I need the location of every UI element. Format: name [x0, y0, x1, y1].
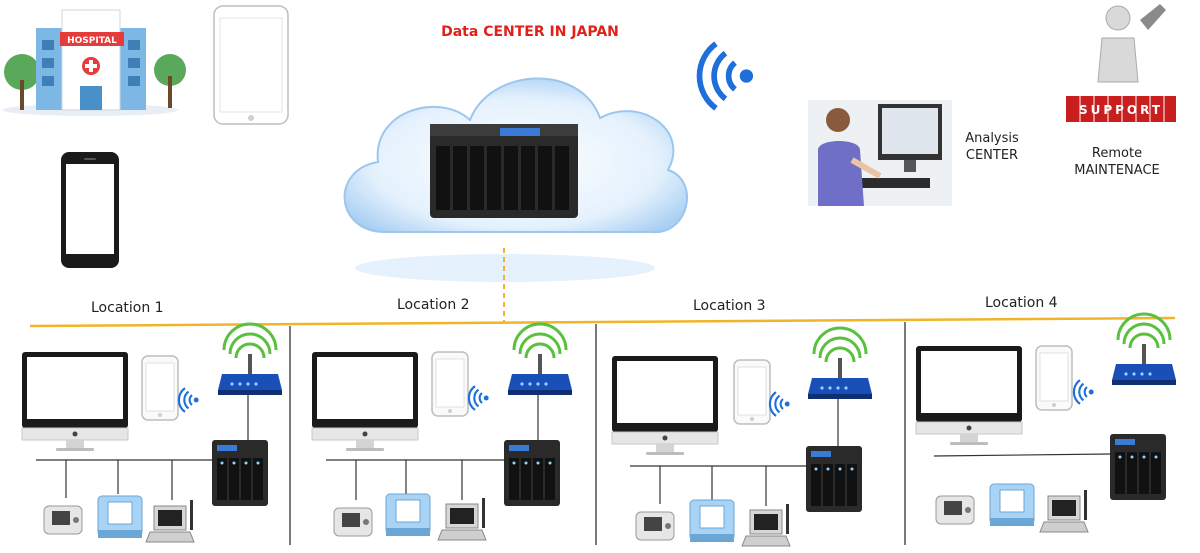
nas-server-icon [212, 440, 268, 506]
analysis-center-photo [808, 100, 952, 206]
location-4-group [915, 312, 1178, 533]
medical-device-icon [385, 493, 431, 537]
analysis-label-line-2: CENTER [965, 148, 1019, 163]
wifi-icon [1072, 379, 1095, 405]
medical-device-icon [935, 495, 975, 525]
location-3-label: Location 3 [693, 298, 766, 314]
remote-label-line-1: Remote [1091, 146, 1143, 161]
remote-maintenance-label: Remote MAINTENACE [1062, 145, 1172, 179]
central-server-icon [430, 124, 578, 218]
wifi-icon [177, 387, 200, 413]
tablet-icon [141, 355, 179, 421]
analysis-center-label: Analysis CENTER [952, 130, 1032, 164]
hospital-sign-text: HOSPITAL [67, 36, 117, 46]
router-icon [506, 322, 574, 397]
medical-device-icon [97, 495, 143, 539]
smartphone-icon [61, 152, 119, 268]
medical-device-icon [1039, 489, 1089, 533]
router-icon [1110, 312, 1178, 387]
medical-device-icon [145, 499, 195, 543]
wifi-icon [467, 385, 490, 411]
wifi-icon [768, 391, 791, 417]
desktop-monitor-icon [311, 351, 419, 452]
nas-server-icon [1110, 434, 1166, 500]
tablet-icon [1035, 345, 1073, 411]
medical-device-icon [689, 499, 735, 543]
support-sign-text: SUPPORT [1079, 103, 1163, 117]
wifi-icon [700, 44, 754, 109]
location-4-label: Location 4 [985, 295, 1058, 311]
nas-server-icon [504, 440, 560, 506]
location-3-group [611, 326, 874, 547]
medical-device-icon [741, 503, 791, 547]
desktop-monitor-icon [611, 355, 719, 456]
desktop-monitor-icon [915, 345, 1023, 446]
location-1-group [21, 322, 284, 543]
desktop-monitor-icon [21, 351, 129, 452]
medical-device-icon [437, 497, 487, 541]
tablet-icon [213, 5, 289, 125]
network-backbone [29, 248, 1176, 545]
router-icon [806, 326, 874, 401]
tablet-icon [733, 359, 771, 425]
location-2-group [311, 322, 574, 541]
medical-device-icon [333, 507, 373, 537]
medical-device-icon [989, 483, 1035, 527]
analysis-label-line-1: Analysis [965, 131, 1019, 146]
router-icon [216, 322, 284, 397]
nas-server-icon [806, 446, 862, 512]
medical-device-icon [43, 505, 83, 535]
location-2-label: Location 2 [397, 297, 470, 313]
medical-device-icon [635, 511, 675, 541]
remote-label-line-2: MAINTENACE [1074, 163, 1160, 178]
page-title: Data CENTER IN JAPAN [441, 24, 619, 40]
location-1-label: Location 1 [91, 300, 164, 316]
hospital-icon [2, 9, 186, 116]
support-figure-icon [1066, 4, 1176, 122]
tablet-icon [431, 351, 469, 417]
